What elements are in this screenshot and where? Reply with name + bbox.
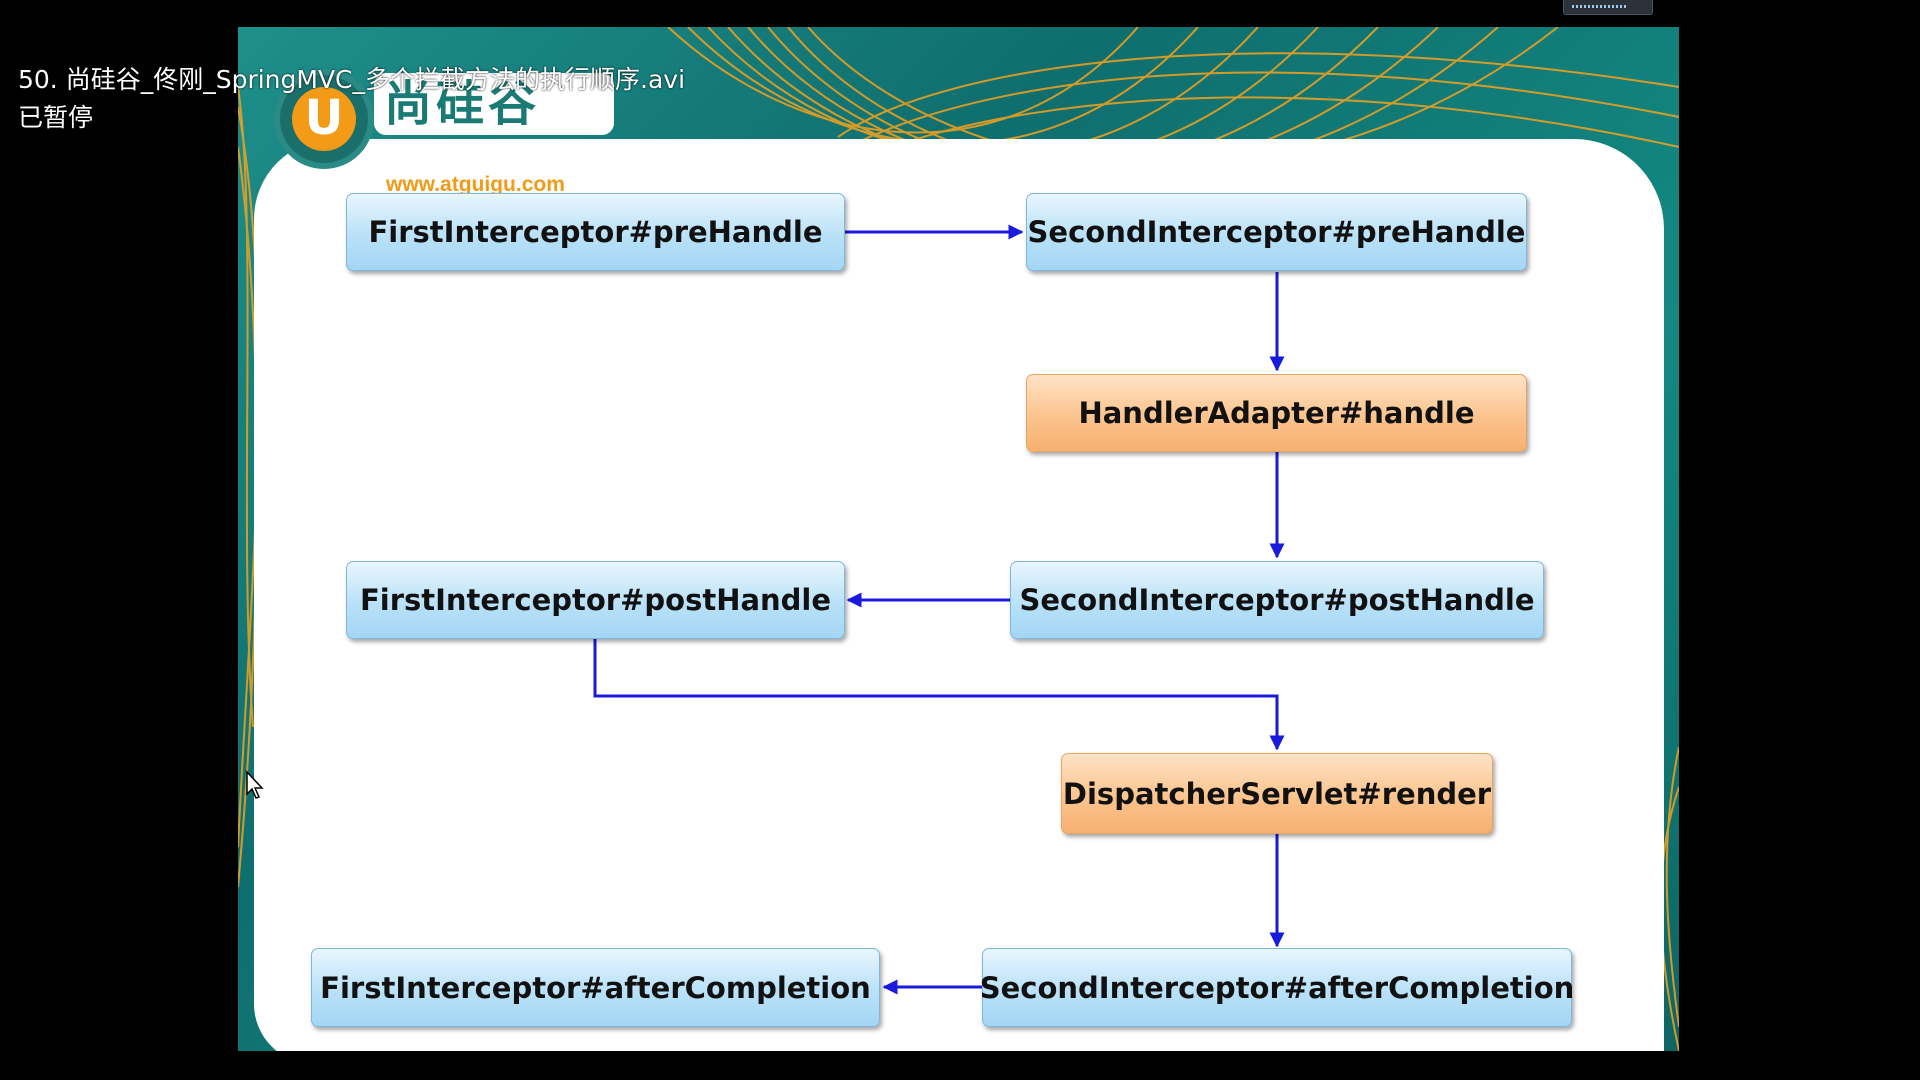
mouse-pointer-icon: [246, 770, 264, 799]
node-first-aftercompletion: FirstInterceptor#afterCompletion: [311, 948, 880, 1027]
node-second-aftercompletion: SecondInterceptor#afterCompletion: [980, 948, 1574, 1027]
node-handler-adapter: HandlerAdapter#handle: [1026, 374, 1527, 452]
node-first-prehandle: FirstInterceptor#preHandle: [346, 193, 845, 271]
node-second-prehandle: SecondInterceptor#preHandle: [1026, 193, 1527, 271]
playback-status: 已暂停: [18, 103, 94, 132]
logo-mark: U: [292, 87, 356, 151]
video-file-title: 50. 尚硅谷_佟刚_SpringMVC_多个拦截方法的执行顺序.avi: [18, 65, 686, 94]
logo-disc-icon: U: [274, 69, 374, 169]
video-frame-slide: U 尚硅谷 www.atguigu.com FirstInterceptor#p: [238, 27, 1679, 1051]
node-first-posthandle: FirstInterceptor#postHandle: [346, 561, 845, 639]
atguigu-logo: U 尚硅谷 www.atguigu.com: [274, 69, 648, 196]
grip-dots-icon: [1572, 5, 1628, 8]
logo-brand-text: 尚硅谷: [374, 73, 614, 135]
node-second-posthandle: SecondInterceptor#postHandle: [1010, 561, 1544, 639]
window-drag-handle[interactable]: [1563, 0, 1653, 15]
node-dispatcher-render: DispatcherServlet#render: [1061, 753, 1493, 834]
logo-url-text: www.atguigu.com: [386, 173, 565, 196]
